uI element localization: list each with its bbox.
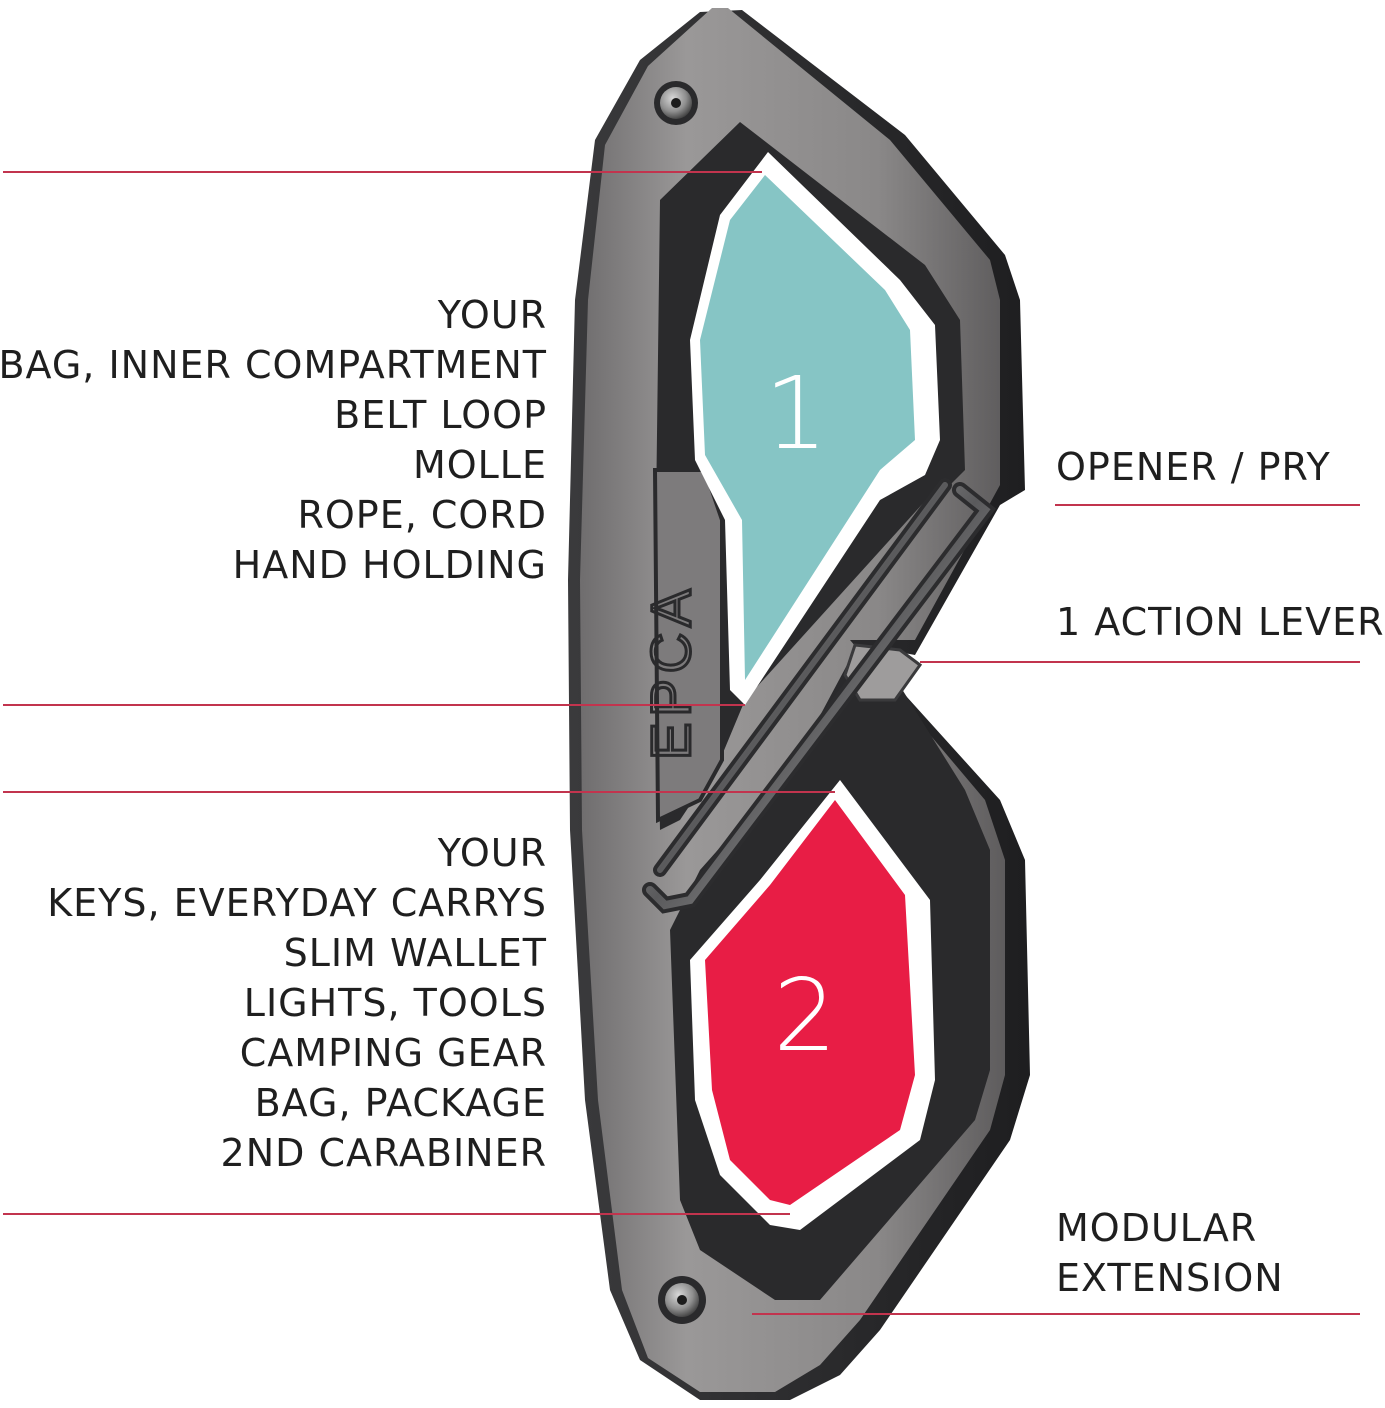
modular-label-line: MODULAR — [1056, 1206, 1258, 1250]
zone-1-attach-line: ROPE, CORD — [297, 493, 547, 537]
modular-extension-label: MODULAR EXTENSION — [1056, 1203, 1284, 1303]
opener-label: OPENER / PRY — [1056, 445, 1331, 489]
zone-1-attach-line: HAND HOLDING — [232, 543, 547, 587]
zone-2-attach-line: YOUR — [437, 831, 547, 875]
zone-2-attach-line: LIGHTS, TOOLS — [243, 981, 547, 1025]
wire-gate-lever — [642, 478, 997, 914]
lever-label: 1 ACTION LEVER — [1056, 600, 1385, 644]
zone-2-attach-line: BAG, PACKAGE — [254, 1081, 547, 1125]
top-screw — [654, 81, 698, 125]
zone-1-attach-line: BAG, INNER COMPARTMENT — [0, 343, 547, 387]
zone-1-fill — [700, 175, 915, 680]
bottom-screw — [658, 1276, 706, 1324]
zone-2-attach-label: YOUR KEYS, EVERYDAY CARRYS SLIM WALLET L… — [47, 828, 547, 1178]
zone-2-attach-line: CAMPING GEAR — [239, 1031, 547, 1075]
zone-2-attach-line: SLIM WALLET — [283, 931, 547, 975]
zone-1-number: 1 — [764, 355, 828, 472]
zone-1-attach-line: BELT LOOP — [334, 393, 547, 437]
zone-1-attach-line: YOUR — [437, 293, 547, 337]
zone-2-fill — [705, 800, 915, 1205]
zone-1: 1 — [690, 152, 940, 705]
zone-2: 2 — [690, 780, 935, 1230]
callout-lines — [3, 171, 1360, 1315]
wire-gate-outer-shine — [646, 486, 991, 910]
zone-2-attach-line: 2ND CARABINER — [220, 1131, 547, 1175]
modular-label-line: EXTENSION — [1056, 1256, 1284, 1300]
zone-2-number: 2 — [773, 957, 837, 1074]
zone-2-attach-line: KEYS, EVERYDAY CARRYS — [47, 881, 547, 925]
brand-engraving: EPCA — [639, 584, 702, 761]
wire-gate-inner-shine — [657, 482, 948, 873]
zone-1-attach-line: MOLLE — [412, 443, 547, 487]
zone-1-attach-label: YOUR BAG, INNER COMPARTMENT BELT LOOP MO… — [0, 290, 547, 590]
